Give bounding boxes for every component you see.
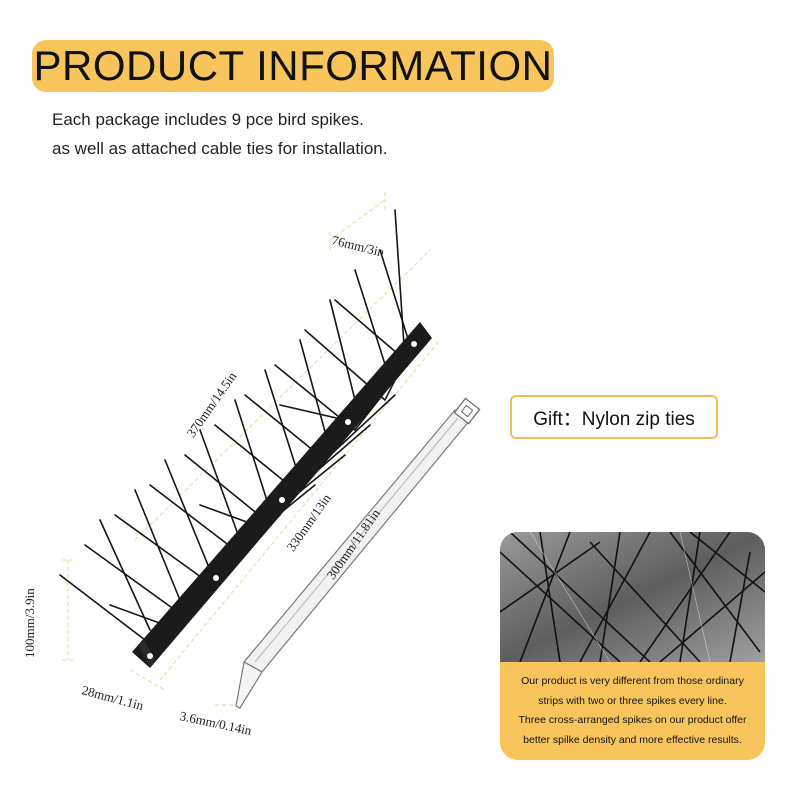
photo-caption: Our product is very different from those…	[500, 662, 765, 760]
intro-line-1: Each package includes 9 pce bird spikes.	[52, 110, 364, 129]
spike-wires	[59, 209, 421, 641]
intro-line-2: as well as attached cable ties for insta…	[52, 139, 388, 158]
spike-closeup-photo	[500, 532, 765, 662]
gift-callout: Gift：Nylon zip ties	[510, 395, 718, 439]
title-banner: PRODUCT INFORMATION	[32, 40, 554, 92]
mounting-holes	[147, 341, 417, 659]
caption-line-3: Three cross-arranged spikes on our produ…	[518, 714, 747, 726]
caption-line-1: Our product is very different from those…	[521, 675, 744, 687]
gift-label: Gift：Nylon zip ties	[533, 408, 695, 430]
zip-tie	[235, 397, 481, 709]
caption-line-2: strips with two or three spikes every li…	[538, 694, 727, 707]
intro-text: Each package includes 9 pce bird spikes.…	[52, 105, 612, 163]
closeup-photo-card: Our product is very different from those…	[500, 532, 765, 760]
caption-line-4: better spilke density and more effective…	[523, 733, 742, 746]
spike-base-strip	[132, 322, 432, 668]
page-title: PRODUCT INFORMATION	[33, 42, 553, 89]
dimension-height: 100mm/3.9in	[22, 588, 37, 658]
